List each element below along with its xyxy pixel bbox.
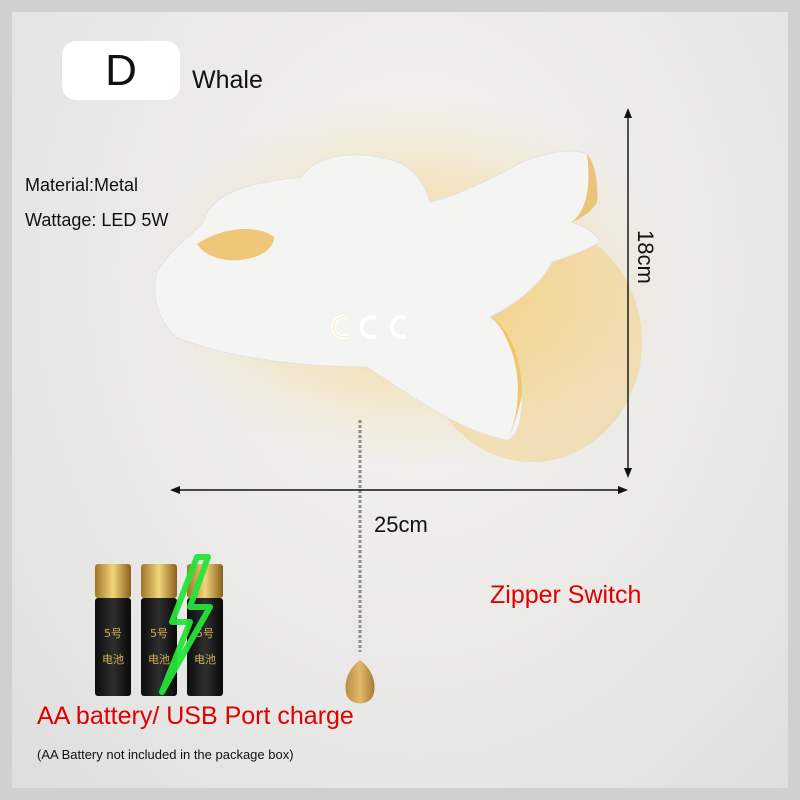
pull-knob <box>345 660 375 704</box>
lightning-bolt-icon <box>159 554 213 695</box>
material-spec: Material:Metal <box>25 175 139 195</box>
zipper-switch-label: Zipper Switch <box>490 581 642 609</box>
aa-batteries: 5号 电池 5号 电池 5号 电池 <box>95 554 223 696</box>
battery-note: (AA Battery not included in the package … <box>37 747 294 762</box>
airplane-lamp <box>154 150 601 441</box>
battery-charge-label: AA battery/ USB Port charge <box>37 702 354 730</box>
cutout-circles <box>331 315 407 339</box>
height-dimension-label: 18cm <box>633 230 658 284</box>
height-dimension-arrow <box>624 108 632 478</box>
pull-chain <box>345 420 375 704</box>
variant-letter-badge: D <box>62 41 180 100</box>
battery-2-print-line2: 电池 <box>148 653 170 666</box>
width-dimension-arrow <box>170 486 628 494</box>
product-image: 5号 电池 5号 电池 5号 电池 D <box>12 12 788 788</box>
battery-3-print-line2: 电池 <box>194 653 216 666</box>
variant-name: Whale <box>192 66 263 94</box>
variant-letter: D <box>105 45 137 95</box>
battery-1-print-line2: 电池 <box>102 653 124 666</box>
battery-1-print-line1: 5号 <box>104 627 122 640</box>
wattage-spec: Wattage: LED 5W <box>25 210 169 230</box>
battery-3-print-line1: 5号 <box>196 627 214 640</box>
battery-1: 5号 电池 <box>95 564 131 696</box>
width-dimension-label: 25cm <box>374 512 428 537</box>
battery-2-print-line1: 5号 <box>150 627 168 640</box>
battery-3: 5号 电池 <box>187 564 223 696</box>
product-illustration: 5号 电池 5号 电池 5号 电池 <box>95 92 682 704</box>
